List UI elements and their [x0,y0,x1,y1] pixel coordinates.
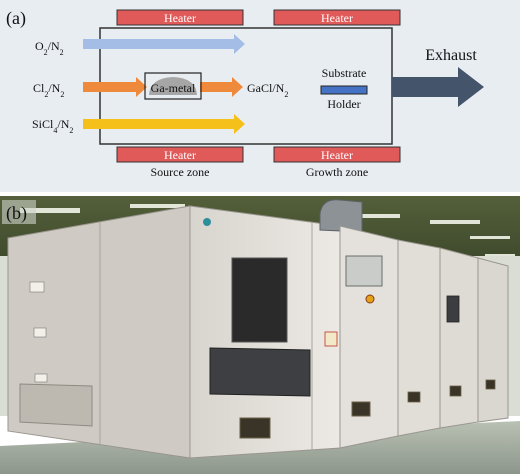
side-vent-grille [19,383,93,427]
panel-b-label: (b) [6,203,27,224]
sicl4-inlet-label: SiCl4/N2 [32,117,73,135]
exhaust-arrow [392,67,484,107]
hvpe-equipment-photo: (b) [0,196,520,474]
o2-inlet-label: O2/N2 [35,39,64,57]
side-warning-labels [29,281,48,383]
substrate-label: Substrate [322,66,367,80]
heater-top-growth: Heater [273,9,401,26]
substrate-holder [320,85,368,95]
ga-metal-label: Ga-metal [151,81,196,95]
company-logo-icon [203,218,211,226]
o2-flow-arrow [83,34,245,54]
far-cabinet-1 [397,239,441,437]
heater-bottom-source: Heater [116,146,244,163]
growth-zone-label: Growth zone [306,165,368,179]
panel-a-label: (a) [6,8,26,29]
far-cabinet-2 [439,247,479,429]
emergency-stop-icon [365,294,375,304]
cl2-inlet-label: Cl2/N2 [33,81,64,99]
middle-vent-grille [351,401,371,417]
holder-label: Holder [327,97,360,111]
cl2-flow-arrow [83,77,147,97]
hvpe-schematic: (a) Heater Heater Heater Heater O2/N2 Cl… [0,0,520,192]
exhaust-label: Exhaust [425,47,477,64]
lower-access-panel [209,347,311,397]
gacl-flow-arrow [200,77,243,97]
sicl4-flow-arrow [83,114,245,134]
heater-bottom-growth: Heater [273,146,401,163]
warning-label-icon [324,331,338,347]
heater-label: Heater [164,148,196,162]
far-cabinet-3 [477,257,509,423]
exhaust-duct [319,199,363,233]
heater-top-source: Heater [116,9,244,26]
ceiling-lights [20,204,515,257]
far-window [446,295,460,323]
panel-b-label-bg [2,200,36,224]
control-window [231,257,288,343]
front-vent-grille [239,417,271,439]
heater-label: Heater [321,11,353,25]
heater-label: Heater [321,148,353,162]
ga-metal-boat: Ga-metal [144,72,202,100]
far-vent-grilles [407,379,496,403]
source-zone-label: Source zone [151,165,210,179]
gacl-label: GaCl/N2 [247,81,288,99]
monitor-screen [345,255,383,287]
heater-label: Heater [164,11,196,25]
